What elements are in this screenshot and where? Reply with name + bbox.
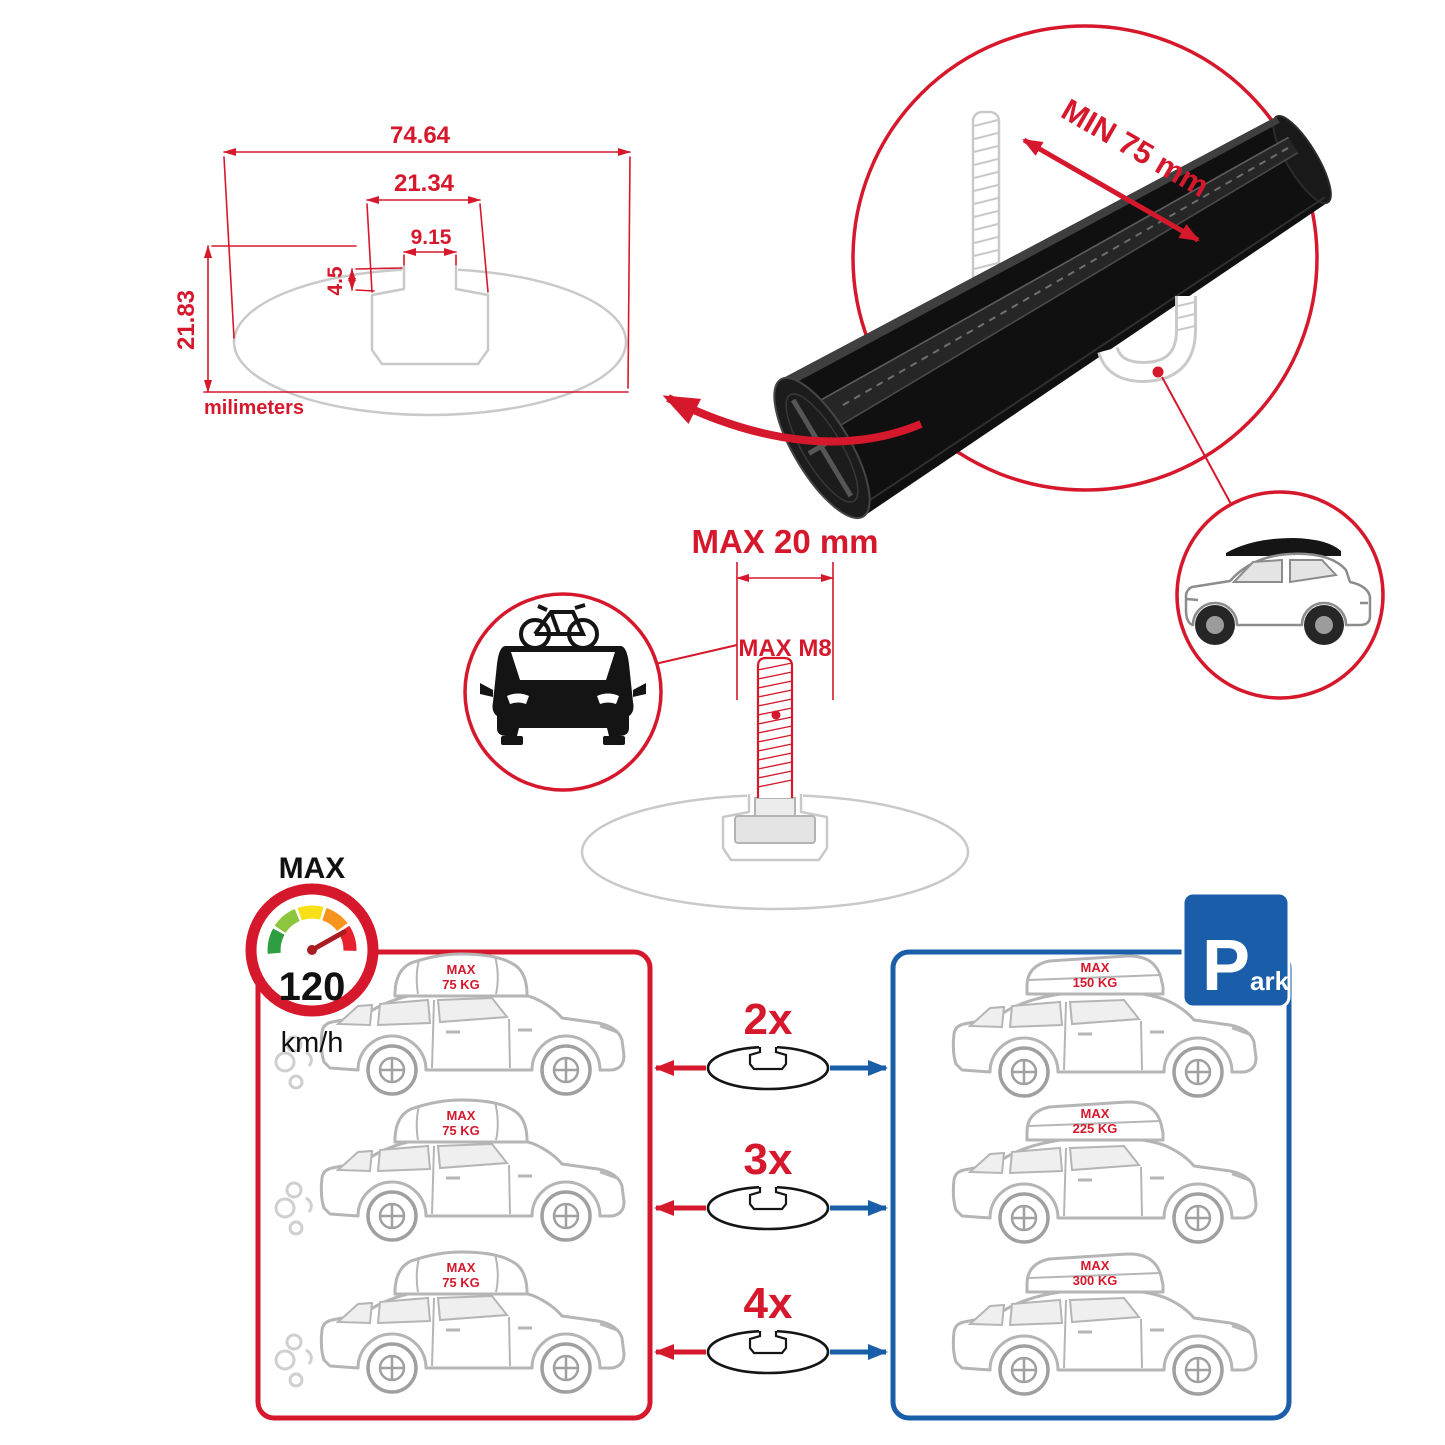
suv-side-view xyxy=(1184,538,1372,645)
crossbar-closeup: MIN 75 mm xyxy=(662,24,1332,520)
dim-total-height: 21.83 xyxy=(173,290,200,350)
car-parked-2 xyxy=(951,1135,1258,1244)
bar-count-label-2: 3x xyxy=(744,1135,793,1184)
crossbar-profile-icon xyxy=(706,1327,830,1375)
bolt-dimension-lines xyxy=(736,562,834,700)
dim-unit-label: milimeters xyxy=(204,397,304,419)
driving-panel-border xyxy=(255,949,653,1421)
car-parked-3 xyxy=(951,1287,1258,1396)
load-value: 75 KG xyxy=(442,1275,480,1290)
load-label: MAX xyxy=(447,1260,476,1275)
callout-dot xyxy=(1152,366,1164,378)
park-sign-letter: P xyxy=(1202,926,1250,1006)
crossbar-profile-icon xyxy=(706,1043,830,1091)
suv-roofbox-badge xyxy=(1175,490,1385,700)
bike-rack-badge xyxy=(463,592,663,792)
gauge-max-label: MAX xyxy=(279,852,346,885)
load-value: 75 KG xyxy=(442,977,480,992)
speedometer-icon xyxy=(267,905,357,955)
dim-slot-depth: 4.5 xyxy=(324,266,347,296)
callout-line-to-suv xyxy=(1161,376,1232,505)
parked-panel: MAX 150 KG MAX 225 KG MAX 300 KG xyxy=(890,949,1292,1421)
driving-panel: MAX 75 KG MAX 75 KG MAX 75 KG xyxy=(255,949,653,1421)
gauge-speed-value: 120 xyxy=(279,965,346,1009)
max-length-label: MAX 20 mm xyxy=(691,523,878,560)
profile-dimension-diagram: 74.64 21.34 9.15 4.5 21.83 milimeters xyxy=(173,122,631,419)
exhaust-smoke xyxy=(274,1333,313,1388)
car-driving-1 xyxy=(319,987,626,1096)
gauge-speed-unit: km/h xyxy=(281,1027,344,1059)
crossbar-profile-cross-section xyxy=(232,262,628,417)
min-span-arrow xyxy=(1022,137,1200,243)
load-value: 225 KG xyxy=(1073,1121,1118,1136)
crossbar-profile-icon xyxy=(706,1183,830,1231)
bar-count-label-3: 4x xyxy=(744,1279,793,1328)
dim-slot-width: 9.15 xyxy=(411,226,452,249)
dim-channel-width: 21.34 xyxy=(394,170,455,197)
car-driving-3 xyxy=(319,1285,626,1394)
car-driving-2 xyxy=(319,1133,626,1242)
bar-count-label-1: 2x xyxy=(744,995,793,1044)
t-bolt xyxy=(734,656,816,844)
u-bolt-upper-rod xyxy=(971,110,1001,286)
dim-total-width: 74.64 xyxy=(390,122,451,149)
gauge-needle xyxy=(309,929,347,953)
load-value: 75 KG xyxy=(442,1123,480,1138)
thread-callout-dot xyxy=(771,710,781,720)
dimension-lines xyxy=(203,148,631,393)
car-front-icon xyxy=(480,646,646,745)
parked-panel-border xyxy=(890,949,1292,1421)
badge-leader-line xyxy=(654,644,738,665)
u-bolt-lower-bend xyxy=(1097,296,1197,384)
load-label: MAX xyxy=(1081,1106,1110,1121)
bar-count-column: 2x 3x 4x xyxy=(654,995,888,1375)
park-sign: P ark xyxy=(1181,891,1291,1009)
exhaust-smoke xyxy=(274,1181,313,1236)
load-label: MAX xyxy=(447,962,476,977)
park-sign-suffix: ark xyxy=(1250,966,1290,996)
load-label: MAX xyxy=(447,1108,476,1123)
t-nut-head xyxy=(734,815,816,844)
load-label: MAX xyxy=(1081,1258,1110,1273)
zoom-out-arrow xyxy=(662,394,923,446)
park-sign-square xyxy=(1181,891,1291,1009)
load-value: 150 KG xyxy=(1073,975,1118,990)
speed-limit-gauge: MAX 120 km/h xyxy=(245,852,379,1059)
load-value: 300 KG xyxy=(1073,1273,1118,1288)
load-label: MAX xyxy=(1081,960,1110,975)
roof-box-icon xyxy=(1226,538,1341,556)
bolt-spec: MAX 20 mm MAX M8 xyxy=(580,523,970,911)
